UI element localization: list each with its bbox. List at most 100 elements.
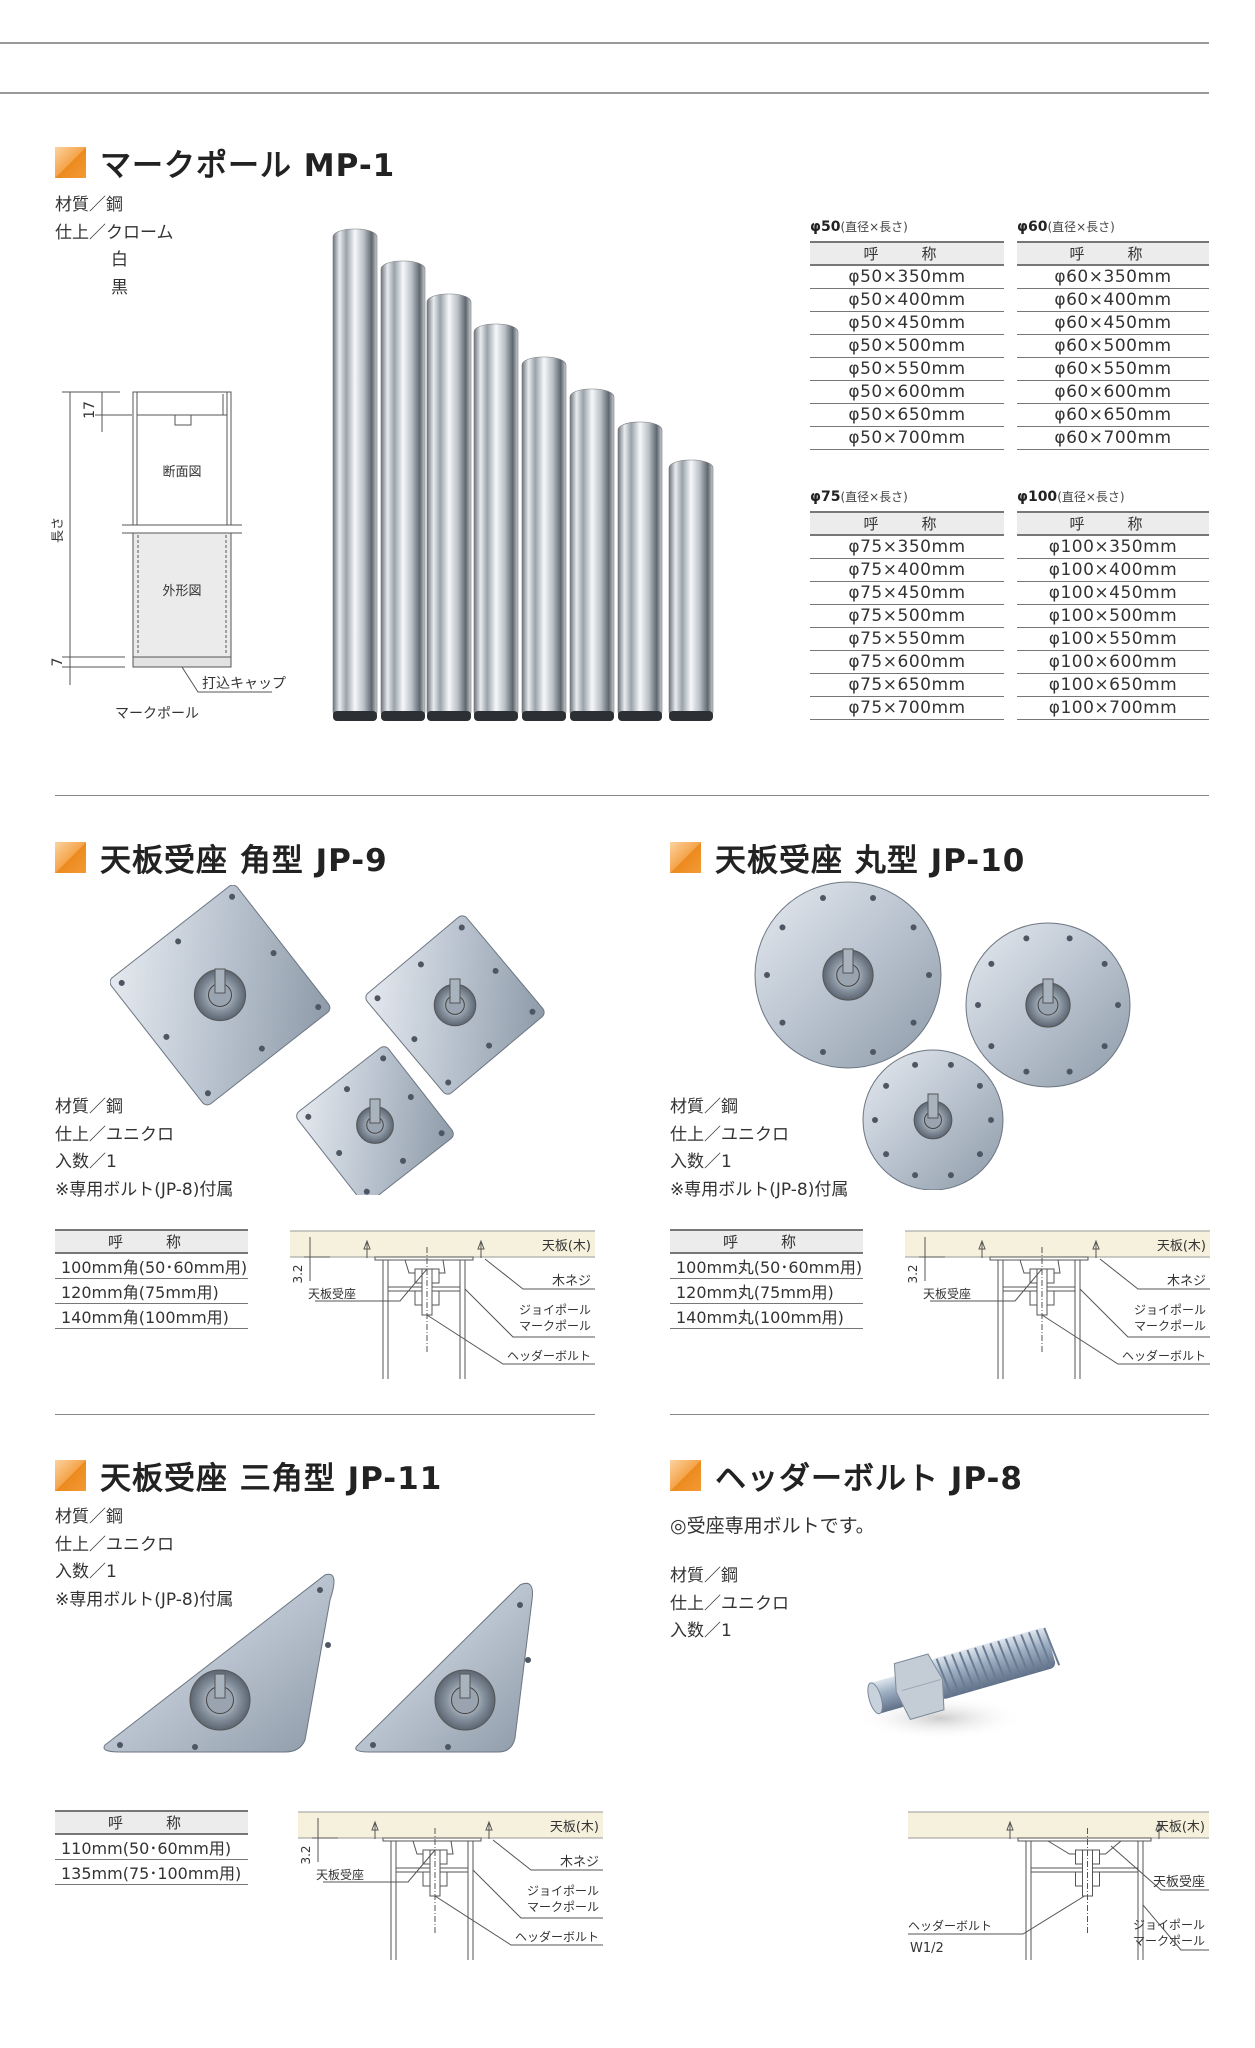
dim-top-label: 17 [82,401,98,419]
table-header: 呼 称 [1017,511,1209,536]
mp1-dimension-diagram: 17 長さ 7 断面図 外形図 打込キャップ マークポール [50,391,286,722]
table-label: φ100(直径×長さ) [1017,489,1125,505]
jp11-title: 天板受座 三角型 JP-11 [55,1453,442,1498]
triangle-plate [103,1573,335,1753]
table-cell: φ50×650mm [810,403,1004,427]
seat-label: 天板受座 [316,1867,364,1882]
cross-section-diagram: 天板(木) 天板受座 ジョイポール マークポール ヘッダーボルト W1/2 [908,1811,1209,1960]
pole-label-1: ジョイポール [519,1303,591,1317]
bolt-label: ヘッダーボルト [1122,1348,1206,1363]
table-row: φ60×400mm [1017,288,1209,312]
table-header: 呼 称 [55,1810,248,1835]
table-row: φ100×550mm [1017,627,1209,651]
table-row: 100mm角(50･60mm用) [55,1253,248,1279]
spec-included-bolt: ※専用ボルト(JP-8)付属 [55,1589,234,1610]
pole-label-2: マークポール [519,1319,591,1333]
table-cell: φ60×400mm [1017,288,1209,312]
table-row: 140mm角(100mm用) [55,1303,248,1329]
tabletop-label: 天板(木) [1156,1820,1205,1835]
table-cell: φ50×450mm [810,311,1004,335]
jp10-specs: 材質／鋼 仕上／ユニクロ 入数／1 ※専用ボルト(JP-8)付属 [670,1094,848,1204]
tabletop-label: 天板(木) [550,1820,599,1835]
table-cell: φ100×500mm [1017,604,1209,628]
table-cell: φ60×350mm [1017,265,1209,289]
jp8-bolt-photo [855,1627,1061,1740]
table-row: φ60×350mm [1017,265,1209,289]
table-cell: φ60×550mm [1017,357,1209,381]
jp11-title-text: 天板受座 三角型 JP-11 [100,1461,443,1497]
pole-label-2: マークポール [1134,1319,1206,1333]
jp11-install-diagram: 天板(木) 木ネジ ジョイポール マークポール ヘッダーボルト 天板受座 3.2 [298,1810,603,1964]
table-cell: φ60×450mm [1017,311,1209,335]
jp9-title: 天板受座 角型 JP-9 [55,835,388,880]
table-row: φ100×600mm [1017,650,1209,674]
table-cell: φ60×700mm [1017,426,1209,450]
table-row: φ60×550mm [1017,357,1209,381]
spec-material: 材質／鋼 [55,195,123,215]
jp9-title-text: 天板受座 角型 JP-9 [100,843,388,879]
table-cell: φ75×700mm [810,696,1004,720]
spec-quantity: 入数／1 [55,1562,117,1582]
table-row: φ50×700mm [810,426,1004,450]
section-marker-icon [55,147,86,178]
spec-included-bolt: ※専用ボルト(JP-8)付属 [670,1179,849,1200]
table-row: φ75×450mm [810,581,1004,605]
divider-2-right [670,1414,1209,1415]
table-cell: φ100×450mm [1017,581,1209,605]
square-plate [365,915,545,1095]
table-header: 呼 称 [810,511,1004,536]
table-cell: 120mm角(75mm用) [55,1278,248,1304]
divider-2-left [55,1414,595,1415]
table-row: φ75×600mm [810,650,1004,674]
divider-1 [55,795,1209,796]
section-marker-icon [670,1460,701,1491]
table-row: 110mm(50･60mm用) [55,1834,248,1860]
table-label: φ75(直径×長さ) [810,489,908,505]
table-cell: φ75×350mm [810,535,1004,559]
bolt-label: ヘッダーボルト [908,1918,992,1933]
spec-finish-black: 黒 [111,277,128,298]
table-row: 135mm(75･100mm用) [55,1859,248,1885]
diagram-caption: マークポール [115,706,199,722]
jp8-title: ヘッダーボルト JP-8 [670,1453,1023,1498]
table-row: φ100×350mm [1017,535,1209,559]
screw-label: 木ネジ [552,1274,591,1289]
table-cell: φ100×700mm [1017,696,1209,720]
spec-included-bolt: ※専用ボルト(JP-8)付属 [55,1179,234,1200]
table-row: φ100×650mm [1017,673,1209,697]
section-marker-icon [55,1460,86,1491]
jp10-install-diagram: 天板(木) 木ネジ ジョイポール マークポール ヘッダーボルト 天板受座 3.2 [905,1229,1210,1383]
table-row: φ75×700mm [810,696,1004,720]
table-header: 呼 称 [1017,241,1209,266]
table-cell: φ75×600mm [810,650,1004,674]
table-row: φ100×450mm [1017,581,1209,605]
table-row: 120mm丸(75mm用) [670,1278,863,1304]
bolt-label: ヘッダーボルト [515,1929,599,1944]
table-row: φ60×450mm [1017,311,1209,335]
table-cell: φ100×350mm [1017,535,1209,559]
table-row: φ60×650mm [1017,403,1209,427]
top-rule-2 [0,92,1209,94]
section-label: 断面図 [162,465,201,480]
table-cell: φ75×550mm [810,627,1004,651]
table-label: φ60(直径×長さ) [1017,219,1115,235]
table-cell: φ50×700mm [810,426,1004,450]
spec-finish: 仕上／ユニクロ [55,1534,174,1555]
table-row: φ100×700mm [1017,696,1209,720]
screw-label: 木ネジ [560,1855,599,1870]
jp11-specs: 材質／鋼 仕上／ユニクロ 入数／1 ※専用ボルト(JP-8)付属 [55,1504,233,1614]
triangle-plate [355,1582,533,1753]
pole [426,293,472,721]
seat-label: 天板受座 [1153,1875,1205,1890]
pole [569,388,615,721]
table-cell: 140mm角(100mm用) [55,1303,248,1329]
table-row: φ50×450mm [810,311,1004,335]
table-cell: φ60×600mm [1017,380,1209,404]
pole [473,323,519,721]
top-rule-1 [0,42,1209,44]
table-header: 呼 称 [810,241,1004,266]
spec-finish: 仕上／ユニクロ [670,1593,789,1614]
mp1-title-text: マークポール MP-1 [100,148,396,184]
